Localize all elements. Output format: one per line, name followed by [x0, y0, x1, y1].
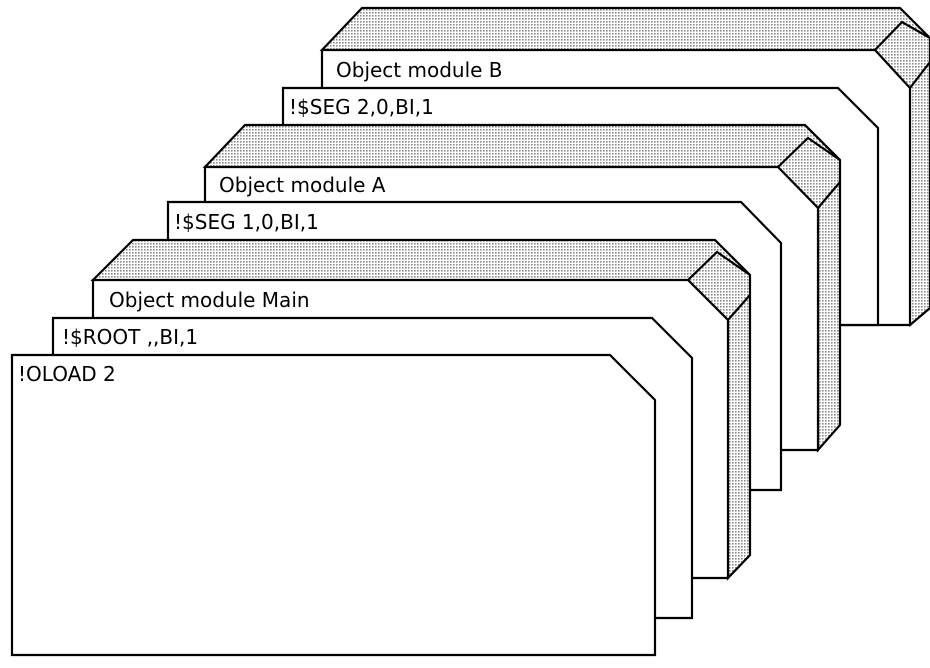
front-card: !OLOAD 2 [10, 353, 657, 657]
seg-2-label: !$SEG 2,0,BI,1 [289, 95, 434, 119]
deck-main-corner-edge-2 [727, 294, 751, 321]
oload-card [10, 353, 657, 657]
object-module-main-label: Object module Main [109, 288, 310, 312]
deck-b-corner-edge [874, 20, 930, 51]
deck-a-corner-edge [777, 136, 841, 168]
object-module-b-label: Object module B [336, 58, 503, 82]
deck-b-corner-edge-2 [909, 61, 930, 89]
object-module-a-label: Object module A [219, 173, 386, 197]
seg-1-label: !$SEG 1,0,BI,1 [174, 210, 319, 234]
root-label: !$ROOT ,,BI,1 [62, 325, 198, 349]
deck-a-corner-edge-2 [817, 181, 841, 209]
deck-main-corner-edge [687, 250, 751, 281]
oload-label: !OLOAD 2 [18, 362, 116, 386]
